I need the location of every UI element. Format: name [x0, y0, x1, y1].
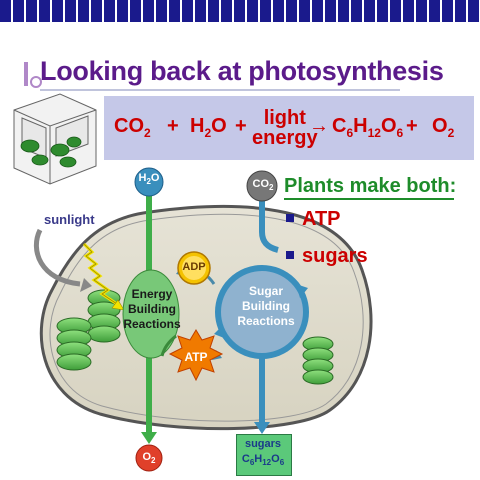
title-underline	[40, 89, 400, 91]
photosynthesis-diagram	[33, 167, 373, 472]
equation-plus: +	[167, 115, 179, 137]
equation-glucose: C6H12O6	[332, 115, 404, 140]
bullet-square-icon	[286, 250, 294, 259]
co2-path	[259, 196, 279, 253]
bullet-square-icon	[286, 213, 294, 222]
equation-arrow: →	[309, 115, 329, 137]
equation-co2: CO2	[114, 115, 151, 140]
co2-node	[246, 170, 278, 202]
atp-label: ATP	[184, 350, 208, 364]
thylakoid-stack	[87, 289, 121, 343]
co2-label: CO2	[252, 178, 274, 193]
equation-o2: O2	[432, 115, 455, 140]
atp-starburst	[168, 329, 224, 382]
equation-h2o: H2O	[190, 115, 227, 140]
sugar-building-label: Sugar Building Reactions	[237, 284, 295, 328]
sunlight-label: sunlight	[44, 212, 95, 227]
h2o-label: H2O	[138, 172, 160, 187]
thylakoid-stack	[302, 336, 334, 385]
sugars-output-label: sugars C6H12O6	[241, 438, 285, 468]
adp-label: ADP	[182, 261, 206, 273]
equation-plus: +	[235, 115, 247, 137]
sugars-output-box	[236, 434, 292, 476]
logo-icon	[24, 62, 42, 88]
plant-cell-illustration	[13, 93, 97, 185]
page-title: Looking back at photosynthesis	[40, 56, 444, 86]
thylakoid-stack	[56, 317, 92, 371]
equation-box	[104, 96, 474, 160]
energy-building-label: Energy Building Reactions	[123, 287, 181, 331]
energy-building-oval	[122, 269, 180, 359]
o2-node	[135, 444, 163, 472]
o2-label: O2	[142, 451, 156, 466]
plants-make-heading: Plants make both:	[284, 175, 457, 197]
h2o-node	[134, 167, 164, 197]
bullet-item: ATP	[286, 208, 341, 231]
bullet-item: sugars	[286, 245, 368, 268]
heading-underline	[284, 198, 454, 200]
equation-plus: +	[406, 115, 418, 137]
top-stripe-bar	[0, 0, 480, 22]
